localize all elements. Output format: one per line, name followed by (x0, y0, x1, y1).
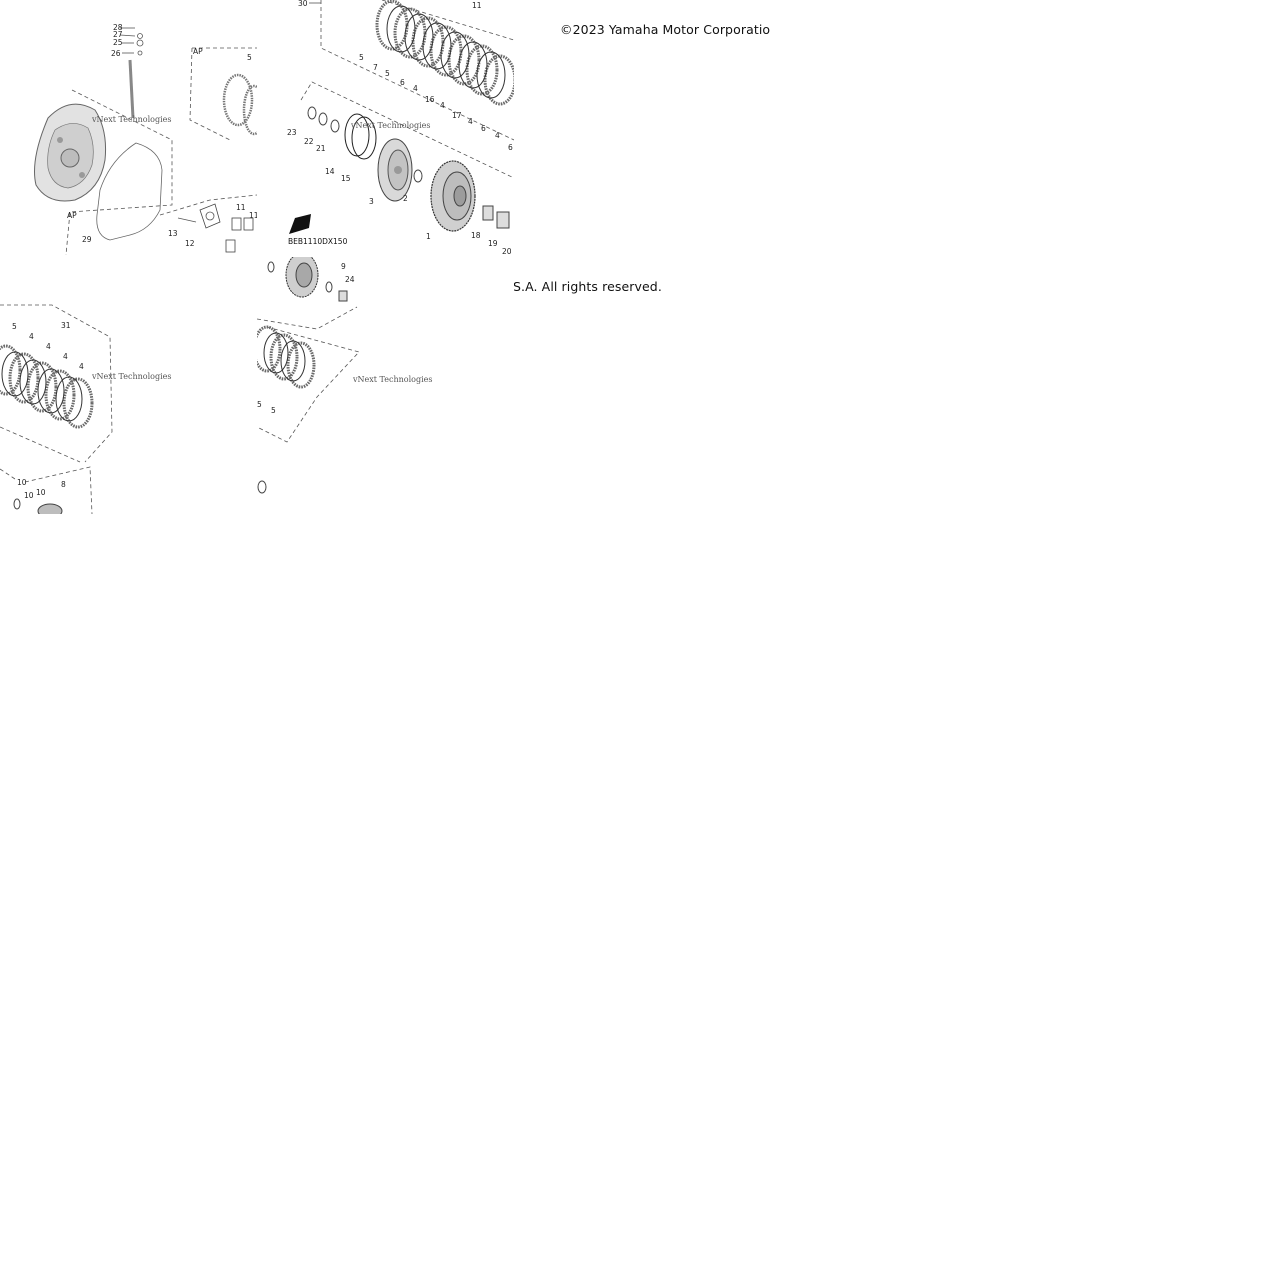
callout-8: 8 (61, 480, 66, 489)
diagram-tile-clutch: BEB1110DX150 vNext Technologies 30 11 5 … (257, 0, 514, 257)
callout-4e: 4 (29, 332, 34, 341)
callout-4d: 4 (495, 131, 500, 140)
callout-13: 13 (168, 229, 178, 238)
callout-6c: 6 (508, 143, 513, 152)
callout-25: 25 (113, 38, 123, 47)
clutch-housing (430, 160, 510, 232)
fwd-arrow-icon (289, 214, 311, 234)
clutch-hub (267, 257, 348, 302)
callout-10a: 10 (17, 478, 27, 487)
callout-6b: 6 (481, 124, 486, 133)
copyright-text-part-1: ©2023 Yamaha Motor Corporation, U.S (560, 22, 771, 37)
watermark-text-2: vNext Technologies (350, 121, 430, 130)
callout-21: 21 (316, 144, 326, 153)
diagram-tile-cover: vNext Technologies AP AP 28 27 25 26 5 2… (0, 0, 257, 257)
callout-5d: 5 (12, 322, 17, 331)
callout-16: 16 (425, 95, 435, 104)
lower-plate-stack (257, 325, 316, 389)
plate-set-stack (0, 344, 94, 429)
callout-10b: 10 (24, 491, 34, 500)
callout-28: 28 (113, 23, 123, 32)
pressure-plate (377, 138, 413, 202)
callout-7: 7 (373, 63, 378, 72)
copyright-text-part-2: S.A. All rights reserved. (513, 279, 662, 294)
callout-19: 19 (488, 239, 498, 248)
callout-10c: 10 (36, 488, 46, 497)
callout-11c: 11 (472, 1, 482, 10)
callout-30: 30 (298, 0, 308, 8)
clutch-assembly-drawing: BEB1110DX150 vNext Technologies 30 11 5 … (287, 0, 514, 256)
callout-20: 20 (502, 247, 512, 256)
callout-4h: 4 (79, 362, 84, 371)
callout-4a: 4 (413, 84, 418, 93)
callout-29: 29 (82, 235, 92, 244)
callout-5a: 5 (247, 53, 252, 62)
assembly-ap-label-2: AP (67, 211, 77, 220)
callout-27: 27 (113, 30, 123, 39)
callout-4f: 4 (46, 342, 51, 351)
watermark-text-3: vNext Technologies (91, 372, 171, 381)
callout-12: 12 (185, 239, 195, 248)
diagram-tile-hub: vNext Technologies 9 24 5 5 (257, 257, 514, 514)
callout-4b: 4 (440, 101, 445, 110)
callout-5e: 5 (257, 400, 262, 409)
callout-18: 18 (471, 231, 481, 240)
crankcase-cover-drawing: vNext Technologies AP AP 28 27 25 26 5 2… (34, 23, 257, 256)
callout-24: 24 (345, 275, 355, 284)
plate-set-drawing: vNext Technologies 31 5 4 4 4 4 10 10 10… (0, 304, 171, 514)
callout-23: 23 (287, 128, 297, 137)
callout-5b: 5 (359, 53, 364, 62)
washers (307, 106, 377, 160)
callout-11b: 11 (249, 211, 257, 220)
callout-1: 1 (426, 232, 431, 241)
callout-4c: 4 (468, 117, 473, 126)
callout-5f: 5 (271, 406, 276, 415)
callout-15: 15 (341, 174, 351, 183)
callout-31: 31 (61, 321, 71, 330)
watermark-text-4: vNext Technologies (352, 375, 432, 384)
diagram-tile-plates: vNext Technologies 31 5 4 4 4 4 10 10 10… (0, 257, 257, 514)
callout-4g: 4 (63, 352, 68, 361)
callout-6a: 6 (400, 78, 405, 87)
clutch-hub-drawing: vNext Technologies 9 24 5 5 (257, 257, 432, 494)
callout-11a: 11 (236, 203, 246, 212)
crankcase-cover-body (34, 103, 106, 202)
callout-26: 26 (111, 49, 121, 58)
assembly-ap-label: AP (193, 47, 203, 56)
callout-14: 14 (325, 167, 335, 176)
callout-22: 22 (304, 137, 314, 146)
callout-9: 9 (341, 262, 346, 271)
callout-17: 17 (452, 111, 462, 120)
diagram-code: BEB1110DX150 (288, 237, 348, 246)
callout-3: 3 (369, 197, 374, 206)
callout-5c: 5 (385, 69, 390, 78)
watermark-text: vNext Technologies (91, 115, 171, 124)
callout-2: 2 (403, 194, 408, 203)
